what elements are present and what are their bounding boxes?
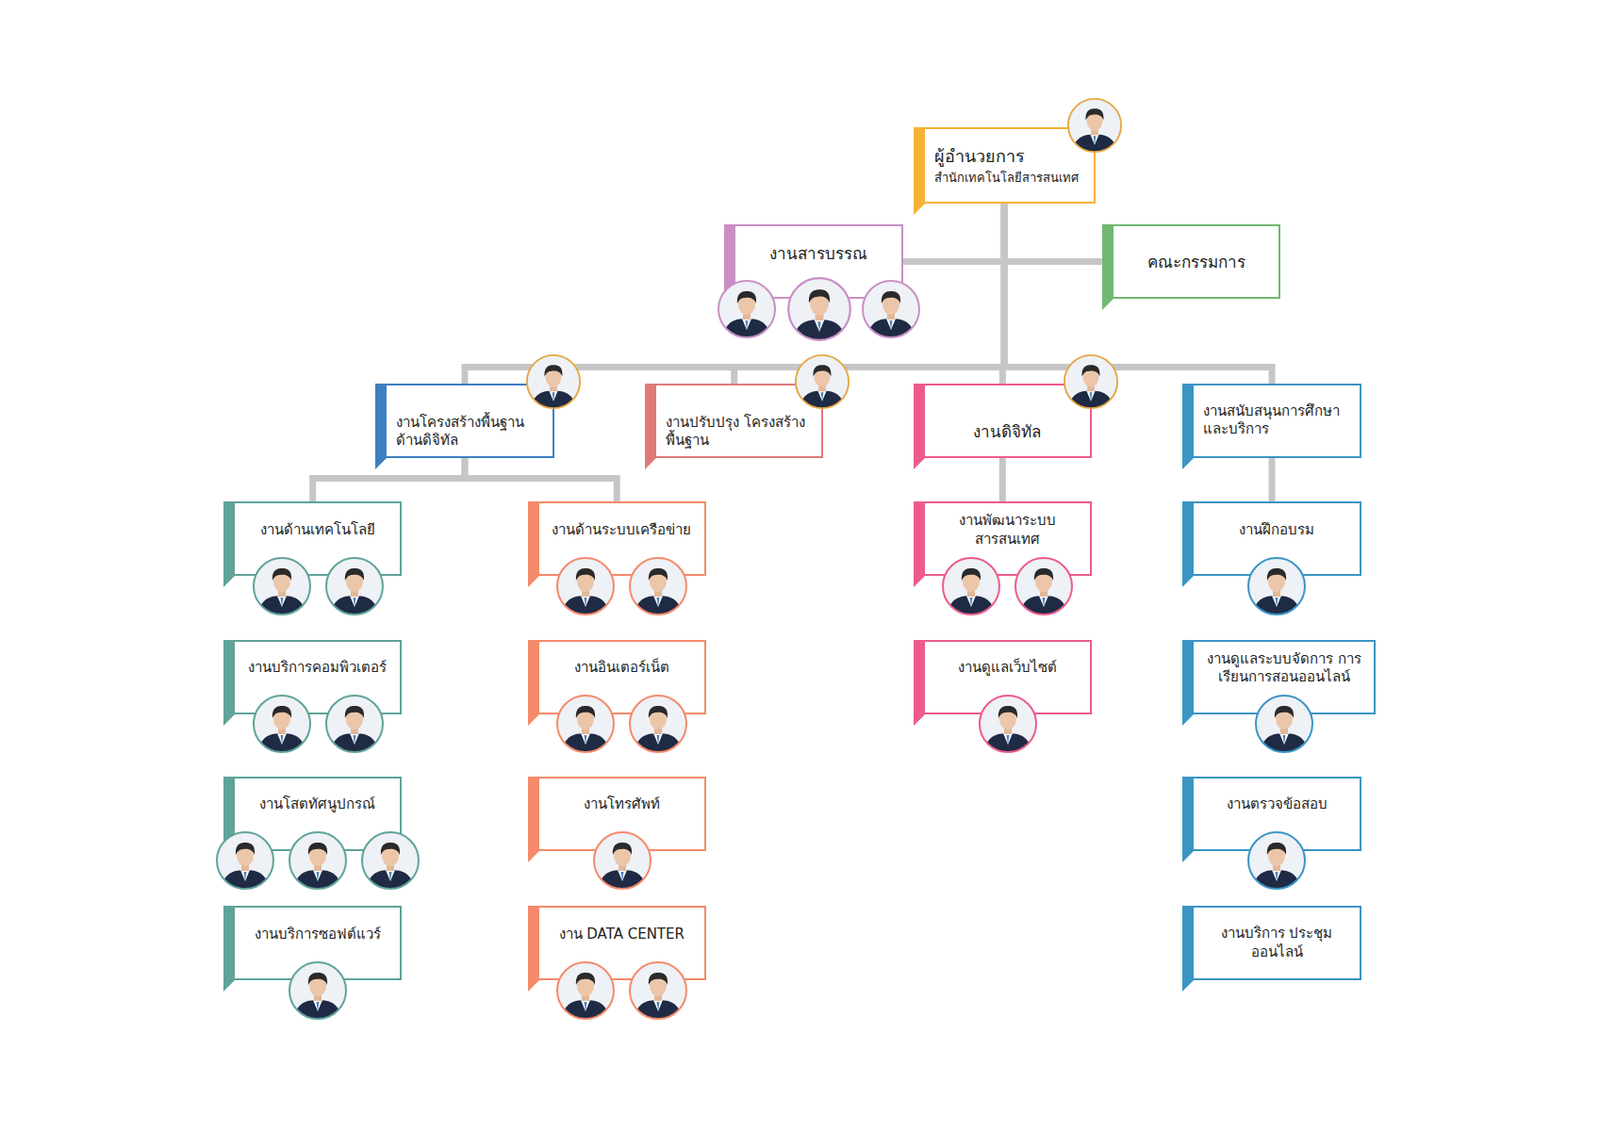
unit-box: งานปรับปรุง โครงสร้างพื้นฐาน xyxy=(644,383,824,459)
fold-tab xyxy=(223,576,235,588)
unit-box: งานตรวจข้อสอบ xyxy=(1182,776,1361,852)
box-label: งานด้านเทคโนโลยี xyxy=(244,521,391,541)
fold-tab xyxy=(913,576,925,588)
person-photo xyxy=(786,276,853,343)
person-photo xyxy=(555,556,616,617)
person-photo xyxy=(793,353,851,411)
unit-box: งานบริการซอฟต์แวร์ xyxy=(223,906,402,981)
person-photo xyxy=(592,830,653,891)
box-label: งานด้านระบบเครือข่าย xyxy=(548,521,695,541)
unit-box: งานอินเตอร์เน็ต xyxy=(527,640,707,715)
fold-tab xyxy=(223,714,235,726)
box-label: งานบริการซอฟต์แวร์ xyxy=(244,925,391,945)
unit-box: งานฝึกอบรม xyxy=(1182,501,1361,577)
unit-box: งาน DATA CENTER xyxy=(527,906,707,981)
fold-tab xyxy=(375,458,387,470)
person-photo xyxy=(1013,556,1074,617)
box-label: สำนักเทคโนโลยีสารสนเทศ xyxy=(934,170,1085,187)
box-label: งานฝึกอบรม xyxy=(1203,521,1350,541)
box-label: งานบริการคอมพิวเตอร์ xyxy=(244,659,391,678)
unit-box: งานบริการคอมพิวเตอร์ xyxy=(223,640,402,715)
person-photo xyxy=(1253,693,1315,755)
box-label: งานโทรศัพท์ xyxy=(548,795,695,815)
person-photo xyxy=(287,960,348,1022)
fold-tab xyxy=(223,980,235,992)
unit-box: งานบริการ ประชุมออนไลน์ xyxy=(1182,906,1361,981)
box-label: คณะกรรมการ xyxy=(1122,251,1270,273)
person-photo xyxy=(1246,556,1307,617)
connector xyxy=(903,203,1005,262)
connector xyxy=(1269,458,1276,503)
person-photo xyxy=(627,693,689,755)
person-photo xyxy=(324,556,385,617)
person-photo xyxy=(940,556,1002,617)
box-label: งานสนับสนุนการศึกษา และบริการ xyxy=(1203,402,1350,440)
fold-tab xyxy=(1182,980,1194,992)
person-photo xyxy=(360,830,421,891)
unit-box: งานโทรศัพท์ xyxy=(527,776,707,852)
fold-tab xyxy=(1182,714,1194,726)
box-label: งานพัฒนาระบบ สารสนเทศ xyxy=(934,511,1081,549)
unit-box: งานสนับสนุนการศึกษา และบริการ xyxy=(1182,383,1361,459)
person-photo xyxy=(1066,97,1123,154)
unit-box: งานด้านระบบเครือข่าย xyxy=(527,501,707,577)
unit-box: งานสารบรรณ xyxy=(724,224,903,299)
fold-tab xyxy=(913,203,925,215)
connector xyxy=(313,458,465,503)
fold-tab xyxy=(1182,576,1194,588)
person-photo xyxy=(1246,830,1307,891)
person-photo xyxy=(214,830,276,891)
unit-box: งานดูแลเว็บไซต์ xyxy=(913,640,1092,715)
connector xyxy=(999,458,1007,503)
fold-tab xyxy=(913,714,925,726)
person-photo xyxy=(627,960,689,1022)
person-photo xyxy=(555,960,616,1022)
person-photo xyxy=(287,830,348,891)
fold-tab xyxy=(1102,298,1114,311)
person-photo xyxy=(251,556,313,617)
unit-box: งานดูแลระบบจัดการ การเรียนการสอนออนไลน์ xyxy=(1182,640,1376,715)
person-photo xyxy=(716,279,777,340)
box-label: งานดูแลเว็บไซต์ xyxy=(934,659,1081,678)
unit-box: คณะกรรมการ xyxy=(1102,224,1281,299)
fold-tab xyxy=(1182,851,1194,863)
unit-box: งานโครงสร้างพื้นฐาน ด้านดิจิทัล xyxy=(375,383,554,459)
box-label: งานดิจิทัล xyxy=(934,421,1081,443)
connector xyxy=(464,458,617,503)
fold-tab xyxy=(527,851,540,863)
box-label: ผู้อำนวยการ xyxy=(934,145,1085,167)
person-photo xyxy=(1062,353,1120,411)
person-photo xyxy=(977,693,1039,755)
unit-box: งานพัฒนาระบบ สารสนเทศ xyxy=(913,501,1092,577)
person-photo xyxy=(525,353,582,411)
unit-box: ผู้อำนวยการสำนักเทคโนโลยีสารสนเทศ xyxy=(913,127,1096,204)
box-label: งานปรับปรุง โครงสร้างพื้นฐาน xyxy=(665,413,812,451)
unit-box: งานโสตทัศนูปกรณ์ xyxy=(223,776,402,852)
fold-tab xyxy=(644,458,657,470)
box-label: งานบริการ ประชุมออนไลน์ xyxy=(1203,924,1350,962)
person-photo xyxy=(251,693,313,755)
box-label: งานสารบรรณ xyxy=(744,243,891,264)
box-label: งานโสตทัศนูปกรณ์ xyxy=(244,795,391,815)
fold-tab xyxy=(527,980,540,992)
fold-tab xyxy=(527,714,540,726)
person-photo xyxy=(555,693,616,755)
box-label: งานโครงสร้างพื้นฐาน ด้านดิจิทัล xyxy=(395,413,543,451)
person-photo xyxy=(324,693,385,755)
person-photo xyxy=(860,279,922,340)
unit-box: งานดิจิทัล xyxy=(913,383,1092,459)
box-label: งานดูแลระบบจัดการ การเรียนการสอนออนไลน์ xyxy=(1203,650,1365,688)
person-photo xyxy=(627,556,689,617)
box-label: งาน DATA CENTER xyxy=(548,925,695,945)
unit-box: งานด้านเทคโนโลยี xyxy=(223,501,402,577)
fold-tab xyxy=(1182,458,1194,470)
fold-tab xyxy=(527,576,540,588)
connector xyxy=(1004,203,1103,262)
fold-tab xyxy=(913,458,925,470)
box-label: งานอินเตอร์เน็ต xyxy=(548,659,695,678)
box-label: งานตรวจข้อสอบ xyxy=(1203,795,1350,815)
